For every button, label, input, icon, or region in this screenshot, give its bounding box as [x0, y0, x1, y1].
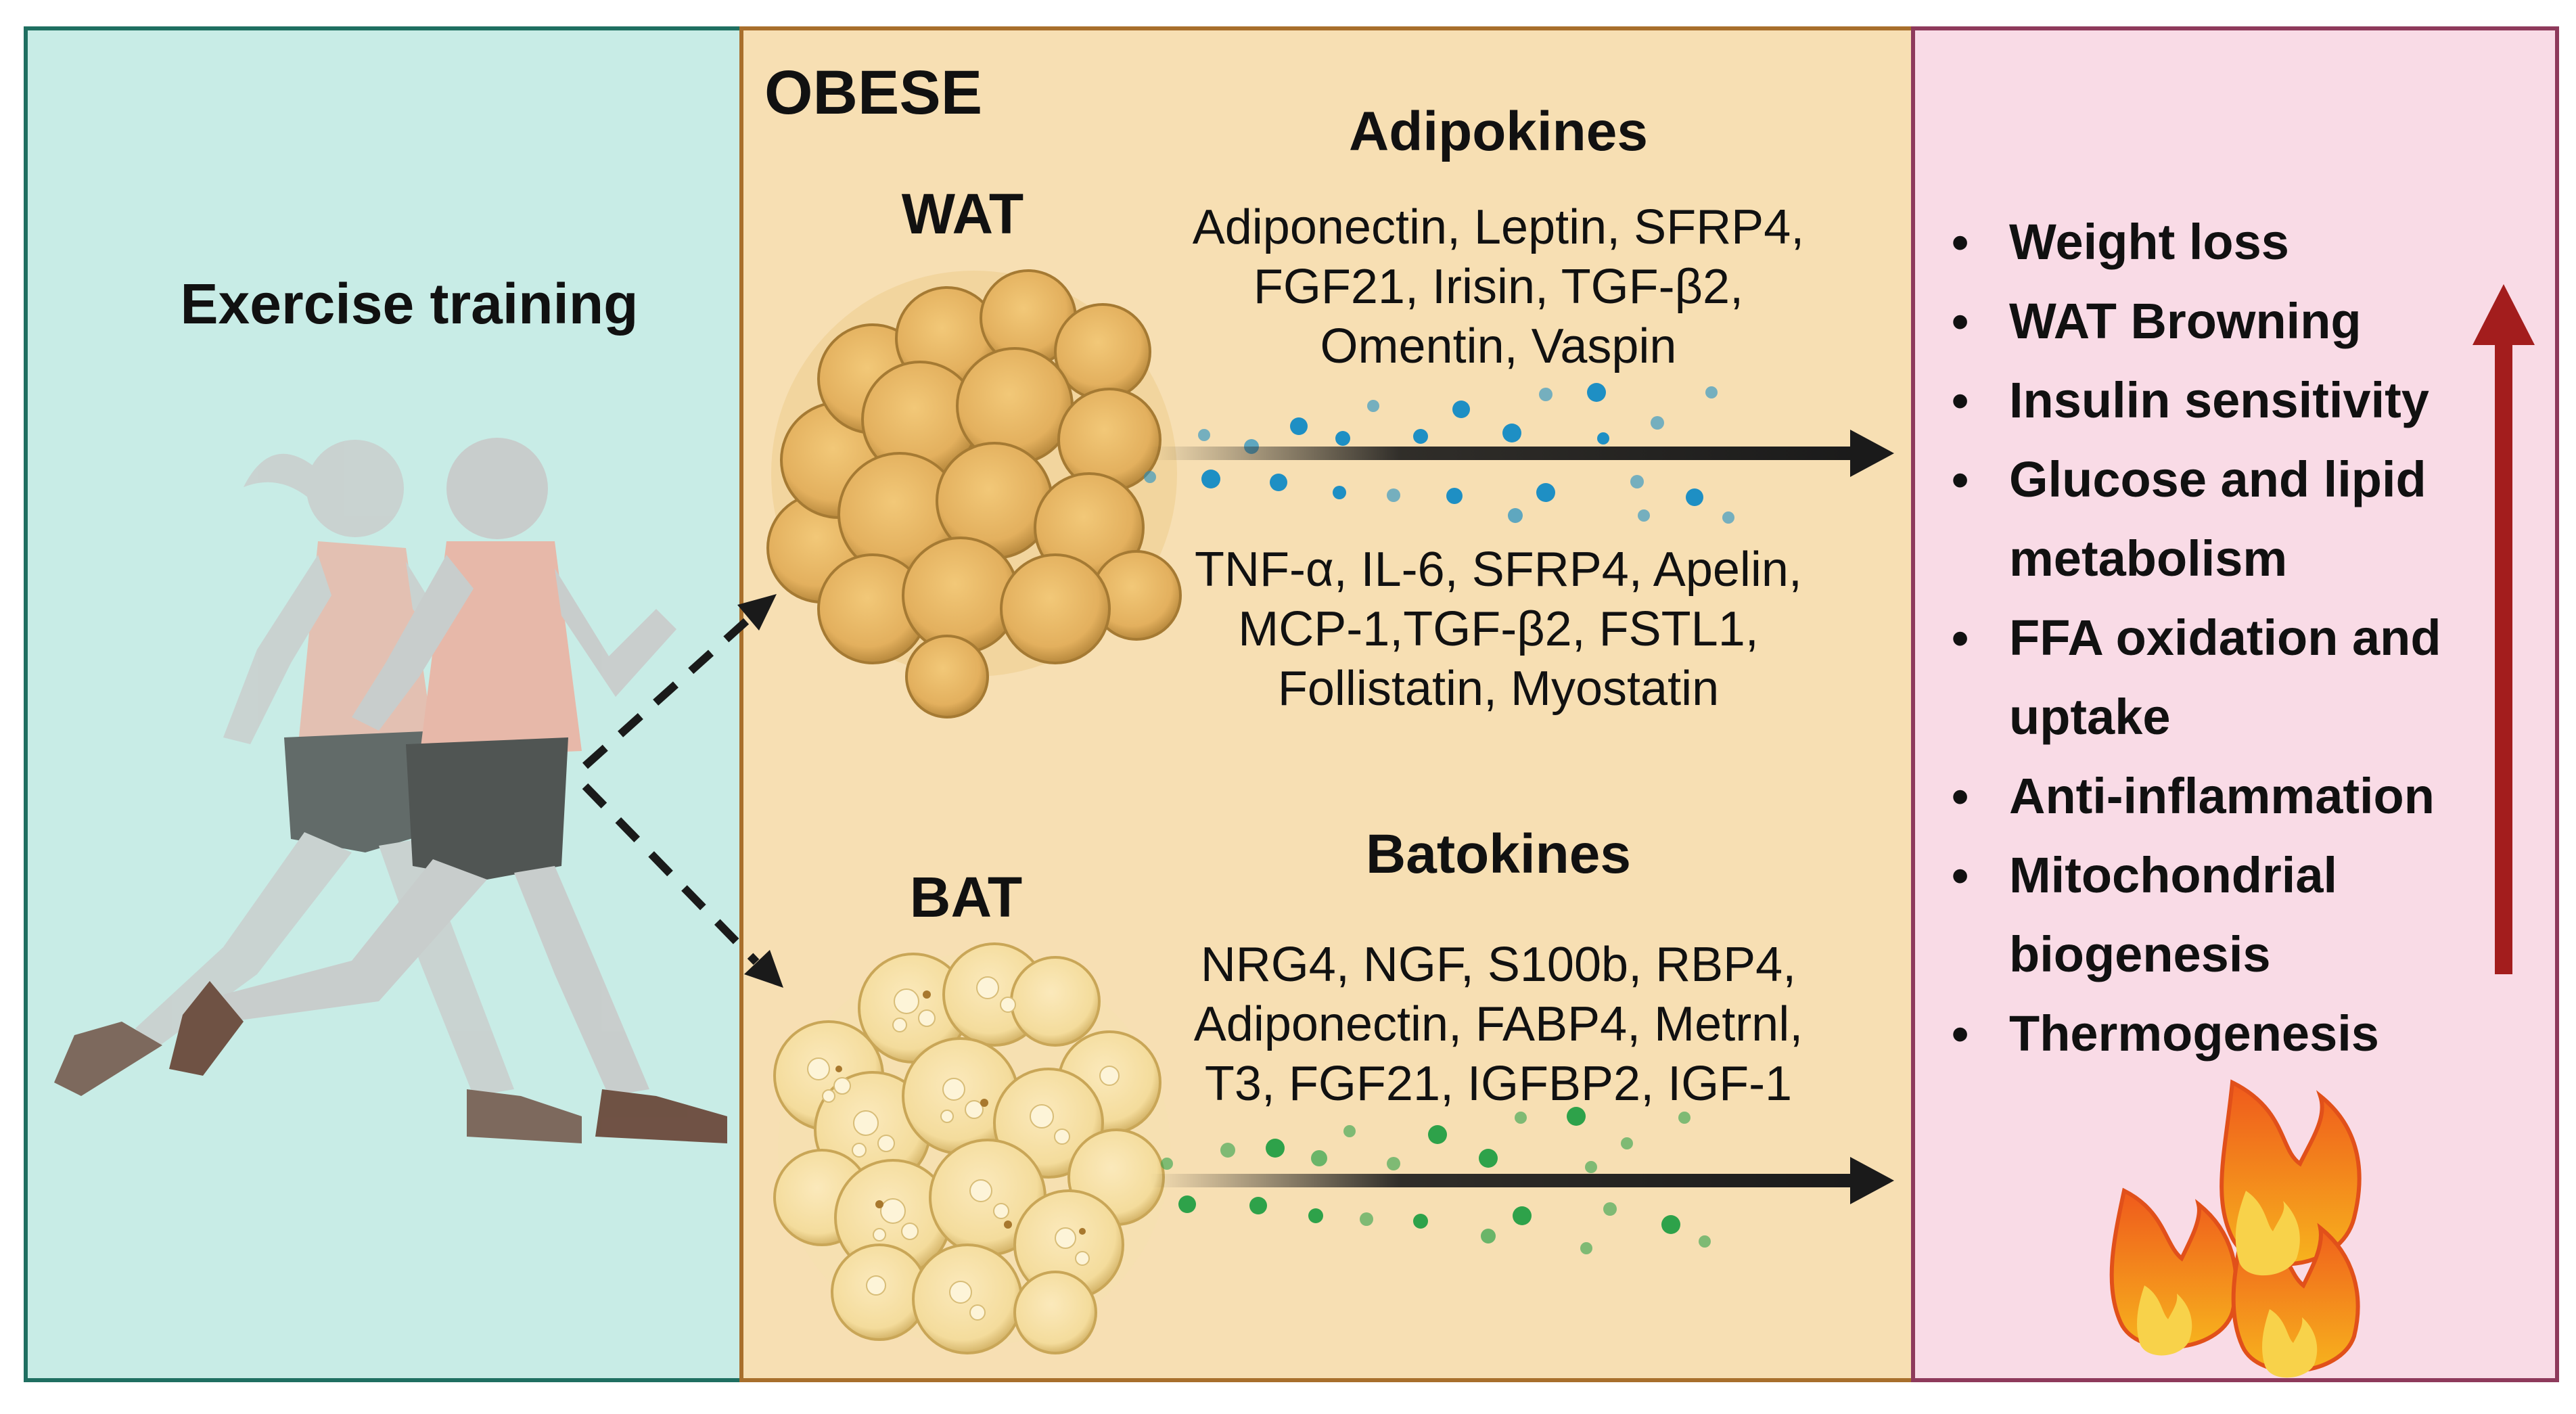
- outcome-text: uptake: [2009, 689, 2171, 745]
- bullet: •: [1952, 216, 1969, 270]
- outcome-text: Thermogenesis: [2009, 1005, 2379, 1062]
- bat-secretion-arrow: [1150, 1157, 1894, 1204]
- outcome-text: Glucose and lipid: [2009, 451, 2426, 507]
- fire-icon: [2109, 1079, 2362, 1378]
- outcome-item: • Anti-inflammation: [1952, 768, 2435, 824]
- bullet: •: [1952, 770, 1969, 824]
- wat-down-line: MCP-1,TGF-β2, FSTL1,: [1238, 602, 1759, 656]
- outcome-item: • WAT Browning: [1952, 293, 2362, 349]
- wat-up-line: Omentin, Vaspin: [1320, 319, 1677, 373]
- outcomes-panel: [1911, 26, 2559, 1382]
- up-arrow-icon: [2472, 284, 2535, 974]
- obese-label: OBESE: [764, 58, 982, 127]
- adipokines-title: Adipokines: [1349, 101, 1648, 162]
- outcome-text: Weight loss: [2009, 214, 2289, 270]
- outcome-item: • Thermogenesis: [1952, 1005, 2379, 1062]
- outcome-text: Insulin sensitivity: [2009, 372, 2429, 428]
- wat-up-line: FGF21, Irisin, TGF-β2,: [1254, 260, 1743, 314]
- bat-line: T3, FGF21, IGFBP2, IGF-1: [1205, 1057, 1792, 1111]
- wat-up-list: Adiponectin, Leptin, SFRP4, FGF21, Irisi…: [1193, 200, 1805, 373]
- bullet: •: [1952, 374, 1969, 428]
- outcome-text: Mitochondrial: [2009, 847, 2337, 903]
- brown-adipocyte-cluster-icon: [773, 942, 1170, 1354]
- bat-list: NRG4, NGF, S100b, RBP4, Adiponectin, FAB…: [1194, 938, 1803, 1111]
- outcome-text: Anti-inflammation: [2009, 768, 2435, 824]
- outcome-item: • Mitochondrial biogenesis: [1952, 847, 2337, 982]
- outcome-item: • Insulin sensitivity: [1952, 372, 2429, 428]
- outcome-item: • FFA oxidation and uptake: [1952, 610, 2441, 745]
- bullet: •: [1952, 849, 1969, 903]
- bullet: •: [1952, 612, 1969, 666]
- bullet: •: [1952, 295, 1969, 349]
- dashed-arrow-to-wat: [582, 594, 777, 769]
- exercise-title: Exercise training: [181, 272, 639, 336]
- outcomes-list: • Weight loss • WAT Browning • Insulin s…: [1952, 214, 2441, 1062]
- white-adipocyte-cluster-icon: [766, 269, 1182, 719]
- bat-line: Adiponectin, FABP4, Metrnl,: [1194, 997, 1803, 1051]
- outcome-text: metabolism: [2009, 530, 2287, 587]
- bat-line: NRG4, NGF, S100b, RBP4,: [1201, 938, 1796, 992]
- wat-secretion-arrow: [1150, 430, 1894, 477]
- outcome-item: • Glucose and lipid metabolism: [1952, 451, 2426, 587]
- wat-down-line: TNF-α, IL-6, SFRP4, Apelin,: [1195, 543, 1802, 597]
- outcome-text: biogenesis: [2009, 926, 2271, 982]
- bullet: •: [1952, 453, 1969, 507]
- outcome-item: • Weight loss: [1952, 214, 2289, 270]
- wat-up-line: Adiponectin, Leptin, SFRP4,: [1193, 200, 1805, 254]
- batokines-title: Batokines: [1366, 823, 1631, 885]
- wat-label: WAT: [902, 182, 1024, 246]
- runners-icon: [54, 438, 727, 1143]
- outcome-text: WAT Browning: [2009, 293, 2362, 349]
- bullet: •: [1952, 1007, 1969, 1062]
- wat-down-line: Follistatin, Myostatin: [1278, 662, 1719, 716]
- bat-label: BAT: [910, 865, 1022, 929]
- bat-secretion-dots: [1161, 1107, 1711, 1254]
- outcome-text: FFA oxidation and: [2009, 610, 2441, 666]
- dashed-arrow-to-bat: [582, 783, 783, 988]
- wat-down-list: TNF-α, IL-6, SFRP4, Apelin, MCP-1,TGF-β2…: [1195, 543, 1802, 716]
